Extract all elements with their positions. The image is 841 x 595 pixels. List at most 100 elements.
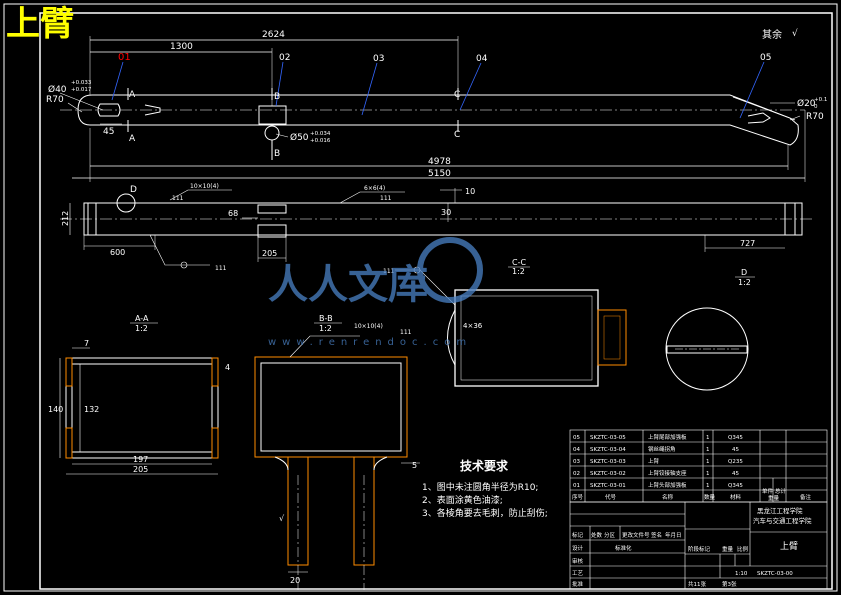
- tech-req-item-2: 2、表面涂黄色油漆;: [422, 494, 503, 506]
- dim-212: 212: [61, 211, 70, 226]
- tech-req-item-3: 3、各棱角要去毛刺，防止刮伤;: [422, 507, 548, 519]
- tb-school-line1: 黑龙江工程学院: [757, 506, 803, 515]
- dim-132: 132: [84, 405, 99, 414]
- tb-approve: 批准: [572, 580, 584, 588]
- tb-rev-marks: 标记: [572, 531, 584, 539]
- outer-border: [3, 3, 838, 592]
- tb-process: 工艺: [572, 570, 584, 577]
- tb-rev-sign: 签名: [651, 531, 662, 539]
- dim-45: 45: [103, 127, 114, 137]
- bom-code: SKZTC-03-05: [590, 435, 626, 441]
- sec-bb-outer: [254, 356, 408, 458]
- tb-check: 审核: [572, 557, 584, 565]
- sec-aa-hatch-tr: [211, 357, 219, 387]
- bom-h-code: 代号: [605, 493, 617, 501]
- bom-code: SKZTC-03-01: [590, 483, 626, 489]
- part-label-03: 03: [373, 54, 384, 64]
- tb-drawing-no: SKZTC-03-00: [757, 571, 793, 577]
- part-label-05: 05: [760, 53, 771, 63]
- section-bb-labels: B-B 1:2 10×10(4) 111 5 20 √: [279, 314, 417, 585]
- leader-r70-right: [789, 115, 801, 121]
- tb-scale: 比例: [737, 545, 749, 553]
- detail-d-circle: [665, 307, 749, 391]
- sec-bb-weld: 10×10(4): [354, 323, 383, 330]
- bom-mat: Q345: [728, 483, 743, 489]
- bom-h-mass: 重量: [768, 494, 780, 502]
- sec-bb-inner: [260, 362, 402, 452]
- sec-cc-ear-r-in: [603, 315, 621, 360]
- part-leaders: [111, 61, 765, 119]
- sec-bb-weld-no: 111: [400, 329, 412, 336]
- leader-04: [459, 62, 482, 111]
- leader-r70-left: [67, 102, 83, 113]
- dim-68: 68: [228, 209, 238, 218]
- dim-205-front: 205: [262, 249, 277, 258]
- title-block: [569, 501, 828, 590]
- title-block-text: 标记 处数 分区 更改文件号 签名 年月日 设计 标准化 审核 工艺 批准 阶段…: [572, 506, 812, 588]
- bom-h-note: 备注: [800, 493, 812, 501]
- bom-code: SKZTC-03-04: [590, 447, 626, 453]
- tb-sheets: 共11张: [688, 580, 706, 588]
- bom-header-row: 序号 代号 名称 数量 材料 单件 总计 重量 备注: [572, 487, 812, 502]
- weld-leader-2: [339, 191, 405, 204]
- dim-20: 20: [290, 576, 300, 585]
- dia-phi20: Ø20: [797, 98, 816, 109]
- tb-rev-doc: 更改文件号: [622, 531, 650, 539]
- radius-r70-right: R70: [806, 112, 824, 122]
- sec-aa-hatch-br: [211, 427, 219, 459]
- dim-5: 5: [412, 461, 417, 470]
- dia-phi50-tol-up: +0.034: [310, 131, 331, 137]
- tb-rev-zone: 分区: [604, 531, 616, 539]
- sec-cc-ear-r: [597, 309, 627, 366]
- inner-border: [39, 12, 833, 590]
- leader-03: [361, 62, 378, 116]
- sec-bb-fillet-r: [373, 456, 388, 471]
- front-pivot-support: [257, 224, 287, 238]
- section-bb: [254, 335, 420, 590]
- sec-aa-hatch-tl: [65, 357, 73, 387]
- dia-phi20-tol-lo: 0: [814, 104, 818, 110]
- bom-row-1: 05 SKZTC-03-05 上臂尾部加强板 1 Q345: [573, 433, 743, 441]
- dia-phi50-tol-lo: +0.016: [310, 138, 331, 144]
- watermark-url: www.renrendoc.com: [268, 337, 472, 348]
- dim-600: 600: [110, 248, 125, 257]
- weld-no-3: 111: [215, 265, 227, 272]
- pivot-hole: [264, 125, 280, 141]
- bom-text: 05 SKZTC-03-05 上臂尾部加强板 1 Q345 04 SKZTC-0…: [572, 433, 812, 502]
- weld-spec-2: 6×6(4): [364, 185, 385, 192]
- dim-205-aa: 205: [133, 465, 148, 474]
- top-view: [59, 36, 806, 182]
- tb-stage-mark: 阶段标记: [688, 545, 711, 553]
- section-cc: [395, 266, 627, 387]
- sec-c-bot: C: [454, 130, 460, 140]
- sec-cc-label: C-C: [512, 258, 526, 267]
- leader-phi50: [275, 133, 289, 138]
- title-block-frame: [569, 501, 828, 590]
- sec-bb-rough: √: [279, 514, 285, 523]
- dim-4978: 4978: [428, 157, 451, 167]
- bom-seq: 01: [573, 483, 580, 489]
- bom-name: 上臂尾部加强板: [648, 433, 687, 441]
- bom-name: 钢丝绳拐角: [648, 445, 676, 453]
- bom-h-single: 单件: [762, 487, 774, 495]
- sec-aa-scale: 1:2: [135, 324, 148, 333]
- tb-school-line2: 汽车与交通工程学院: [753, 516, 812, 525]
- leader-01: [111, 61, 124, 101]
- front-detail-d-label: D: [130, 185, 137, 195]
- watermark: 人人文库 www.renrendoc.com: [268, 237, 483, 348]
- detail-d-labels: D 1:2: [735, 268, 755, 287]
- sec-bb-weld-leader: [289, 335, 360, 358]
- section-cc-labels: C-C 1:2 4×36 111: [383, 258, 530, 330]
- sec-b-bot: B: [274, 149, 280, 159]
- sec-cc-ear-l: [447, 309, 456, 366]
- tb-sheet: 第3张: [722, 580, 737, 588]
- bom-row-4: 02 SKZTC-03-02 上臂铰接轴支座 1 45: [573, 469, 739, 477]
- bom-qty: 1: [706, 483, 710, 489]
- bom-seq: 03: [573, 459, 580, 465]
- sec-cc-box-inner: [460, 295, 593, 381]
- sec-a-top: A: [129, 90, 136, 100]
- leader-phi40: [59, 92, 104, 111]
- bom-mat: Q345: [728, 435, 743, 441]
- weld-spec-1: 10×10(4): [190, 183, 219, 190]
- roughness-symbol: √: [792, 28, 798, 39]
